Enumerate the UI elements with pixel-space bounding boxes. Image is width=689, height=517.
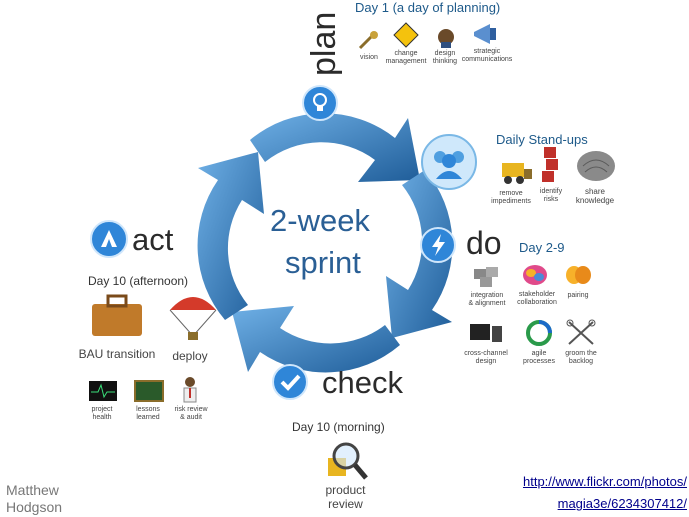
phase-do: do (466, 225, 502, 261)
checkmark-icon (272, 364, 308, 400)
lightning-icon (420, 227, 456, 263)
lightbulb-icon (302, 85, 338, 121)
sprint-cycle (197, 113, 453, 373)
standup-item-identify: identify risks (539, 188, 563, 204)
heartbeat-monitor-icon (88, 380, 118, 407)
standup-item-remove: remove impediments (491, 190, 531, 206)
check-title: Day 10 (morning) (292, 420, 385, 434)
plan-item-vision: vision (360, 54, 378, 61)
chalkboard-icon (134, 380, 164, 407)
colorful-brain-icon (522, 263, 548, 292)
do-item-crosschannel: cross-channel design (464, 350, 508, 366)
risk-blocks-icon (540, 145, 562, 190)
do-item-pairing: pairing (567, 292, 589, 299)
pairing-icon (565, 263, 591, 290)
person-audit-icon (180, 376, 200, 409)
comb-scissors-icon (565, 318, 597, 353)
megaphone-icon (470, 22, 500, 51)
do-item-stakeholder: stakeholder collaboration (517, 291, 557, 307)
sprint-title-line1: 2-week (270, 203, 370, 238)
brain-icon (575, 148, 617, 189)
source-link-line2[interactable]: magia3e/6234307412/ (557, 496, 687, 511)
check-item-product: product review (325, 483, 366, 511)
act-item-bau: BAU transition (78, 347, 156, 361)
act-item-risk: risk review & audit (174, 406, 208, 422)
do-item-groom: groom the backlog (565, 350, 597, 366)
briefcase-icon (90, 292, 144, 343)
vision-icon (358, 30, 380, 50)
act-item-lessons: lessons learned (136, 406, 160, 422)
cycle-logo-icon (526, 320, 552, 351)
do-title: Day 2-9 (519, 240, 565, 255)
warning-sign-icon (393, 22, 419, 53)
plan-item-design: design thinking (432, 50, 458, 66)
do-item-agile: agile processes (523, 350, 555, 366)
plan-title: Day 1 (a day of planning) (355, 0, 501, 15)
devices-icon (468, 322, 504, 349)
standups-title: Daily Stand-ups (496, 132, 588, 147)
act-item-health: project health (91, 406, 113, 422)
cycle-arrow-top (250, 113, 420, 182)
act-icon (90, 220, 128, 258)
head-icon (437, 28, 455, 53)
phase-plan: plan (305, 11, 343, 76)
phase-act: act (132, 222, 174, 257)
standup-item-share: share knowledge (575, 187, 615, 206)
plan-item-strategic: strategic communications (461, 48, 513, 64)
cycle-arrow-bottom (232, 306, 400, 373)
magnifier-icon (326, 440, 370, 489)
act-title: Day 10 (afternoon) (88, 274, 189, 288)
cycle-arrow-right (386, 170, 453, 338)
source-link-line1[interactable]: http://www.flickr.com/photos/ (522, 474, 687, 489)
phase-check: check (322, 365, 403, 400)
bulldozer-icon (498, 155, 534, 190)
cycle-arrow-left (197, 152, 264, 320)
puzzle-icon (472, 265, 502, 294)
team-icon (421, 134, 477, 190)
parachute-icon (168, 290, 218, 347)
author-credit: Matthew Hodgson (6, 482, 63, 515)
do-item-integration: integration & alignment (468, 292, 506, 308)
plan-item-change: change management (385, 50, 427, 66)
act-item-deploy: deploy (172, 349, 208, 363)
sprint-title-line2: sprint (285, 245, 361, 280)
